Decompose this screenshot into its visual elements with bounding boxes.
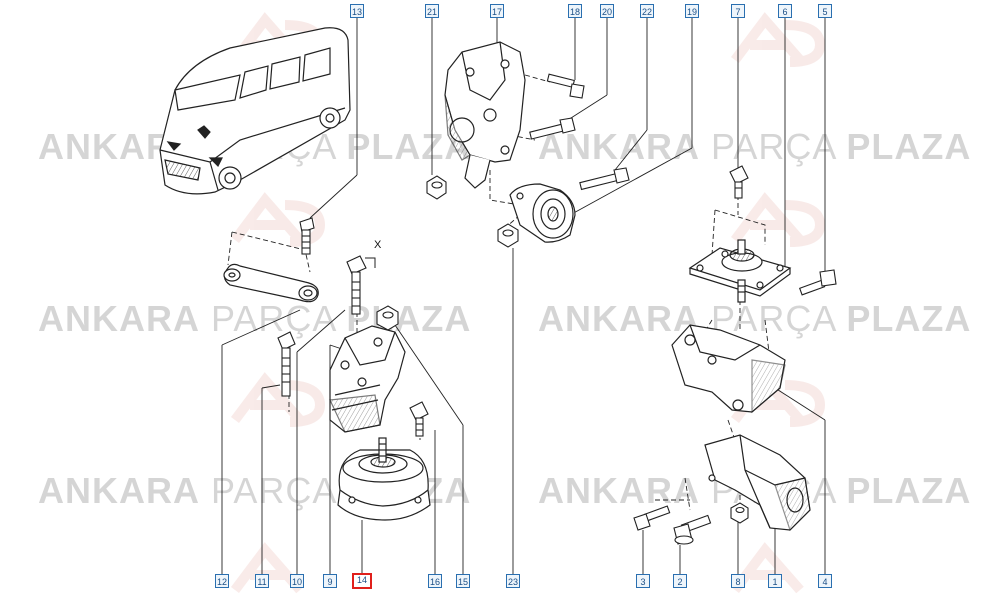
watermark-row-2-right: ANKARA PARÇA PLAZA bbox=[538, 298, 972, 339]
callout-2[interactable]: 2 bbox=[673, 574, 687, 588]
part-23-nut bbox=[497, 223, 519, 248]
callout-6[interactable]: 6 bbox=[778, 4, 792, 18]
watermark-row-1-right: ANKARA PARÇA PLAZA bbox=[538, 126, 972, 167]
part-16-bolt bbox=[409, 401, 429, 437]
callout-20[interactable]: 20 bbox=[600, 4, 614, 18]
axis-marker bbox=[365, 257, 376, 268]
part-12-link-rod bbox=[223, 263, 319, 303]
callout-9[interactable]: 9 bbox=[323, 574, 337, 588]
part-11-bolt bbox=[277, 331, 296, 397]
part-8-nut bbox=[730, 502, 749, 524]
callout-11[interactable]: 11 bbox=[255, 574, 269, 588]
part-13-bolt bbox=[299, 217, 315, 255]
callout-15[interactable]: 15 bbox=[456, 574, 470, 588]
part-6-mount-plate bbox=[688, 239, 792, 303]
callout-23[interactable]: 23 bbox=[506, 574, 520, 588]
watermark-row-3-left: ANKARA PARÇA PLAZA bbox=[38, 470, 470, 511]
logo-watermark-4 bbox=[731, 192, 826, 247]
part-18-bolt bbox=[546, 73, 585, 99]
van-illustration bbox=[159, 27, 351, 195]
callout-7[interactable]: 7 bbox=[731, 4, 745, 18]
part-22-bolt bbox=[579, 167, 630, 191]
part-17-gearbox-bracket bbox=[444, 41, 526, 189]
part-2-bolt bbox=[673, 514, 712, 545]
part-14-engine-mount bbox=[337, 437, 431, 521]
part-19-gearbox-mount bbox=[509, 183, 576, 243]
part-10-bolt bbox=[346, 255, 367, 315]
leader-lines bbox=[221, 18, 826, 575]
callout-22[interactable]: 22 bbox=[640, 4, 654, 18]
part-7-bolt bbox=[729, 165, 749, 199]
callout-10[interactable]: 10 bbox=[290, 574, 304, 588]
callout-21[interactable]: 21 bbox=[425, 4, 439, 18]
callout-16[interactable]: 16 bbox=[428, 574, 442, 588]
part-20-bolt bbox=[529, 117, 576, 140]
callout-4[interactable]: 4 bbox=[818, 574, 832, 588]
axis-marker-label: X bbox=[374, 239, 382, 251]
callout-14-selected[interactable]: 14 bbox=[352, 573, 372, 589]
callout-3[interactable]: 3 bbox=[636, 574, 650, 588]
callout-12[interactable]: 12 bbox=[215, 574, 229, 588]
callout-19[interactable]: 19 bbox=[685, 4, 699, 18]
logo-watermark-2 bbox=[731, 12, 826, 67]
part-9-bracket bbox=[329, 325, 406, 433]
callout-8[interactable]: 8 bbox=[731, 574, 745, 588]
callout-13[interactable]: 13 bbox=[350, 4, 364, 18]
callout-17[interactable]: 17 bbox=[490, 4, 504, 18]
watermark-row-2-left: ANKARA PARÇA PLAZA bbox=[38, 298, 472, 339]
part-21-nut bbox=[426, 175, 447, 200]
part-5-bolt bbox=[798, 269, 837, 296]
part-4-bracket bbox=[671, 324, 786, 414]
callout-5[interactable]: 5 bbox=[818, 4, 832, 18]
part-15-nut bbox=[376, 305, 399, 331]
callout-1[interactable]: 1 bbox=[768, 574, 782, 588]
callout-18[interactable]: 18 bbox=[568, 4, 582, 18]
part-1-lower-bracket bbox=[704, 434, 811, 532]
part-3-bolt bbox=[633, 505, 671, 531]
